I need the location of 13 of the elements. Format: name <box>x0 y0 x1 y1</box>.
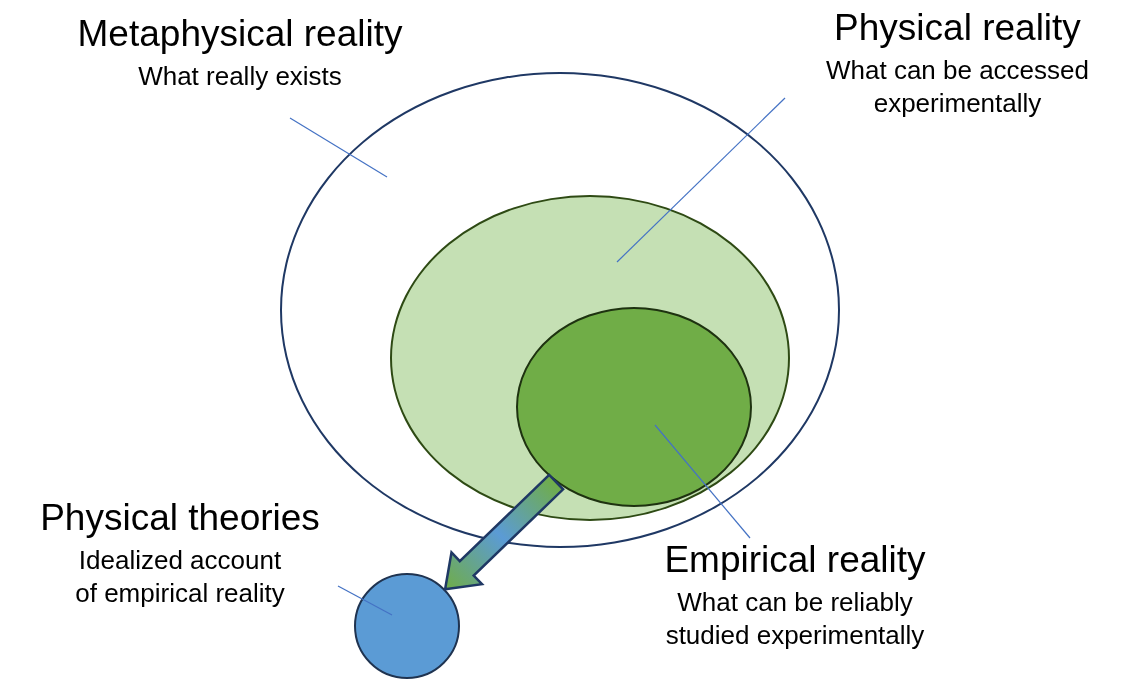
heading-text: Physical reality <box>833 6 1082 50</box>
heading-text: Empirical reality <box>663 538 927 582</box>
description-text: What can be accessed experimentally <box>824 54 1090 120</box>
block-arrow <box>443 473 565 591</box>
heading-text: Metaphysical reality <box>76 12 404 56</box>
description-text: What can be reliably studied experimentally <box>664 586 926 652</box>
leader-line <box>616 97 786 263</box>
leader-line <box>289 117 388 178</box>
heading-text: Physical theories <box>39 496 321 540</box>
description-text: Idealized account of empirical reality <box>74 544 286 610</box>
leader-line <box>654 424 751 539</box>
leader-line <box>337 585 393 616</box>
description-text: What really exists <box>137 60 343 93</box>
